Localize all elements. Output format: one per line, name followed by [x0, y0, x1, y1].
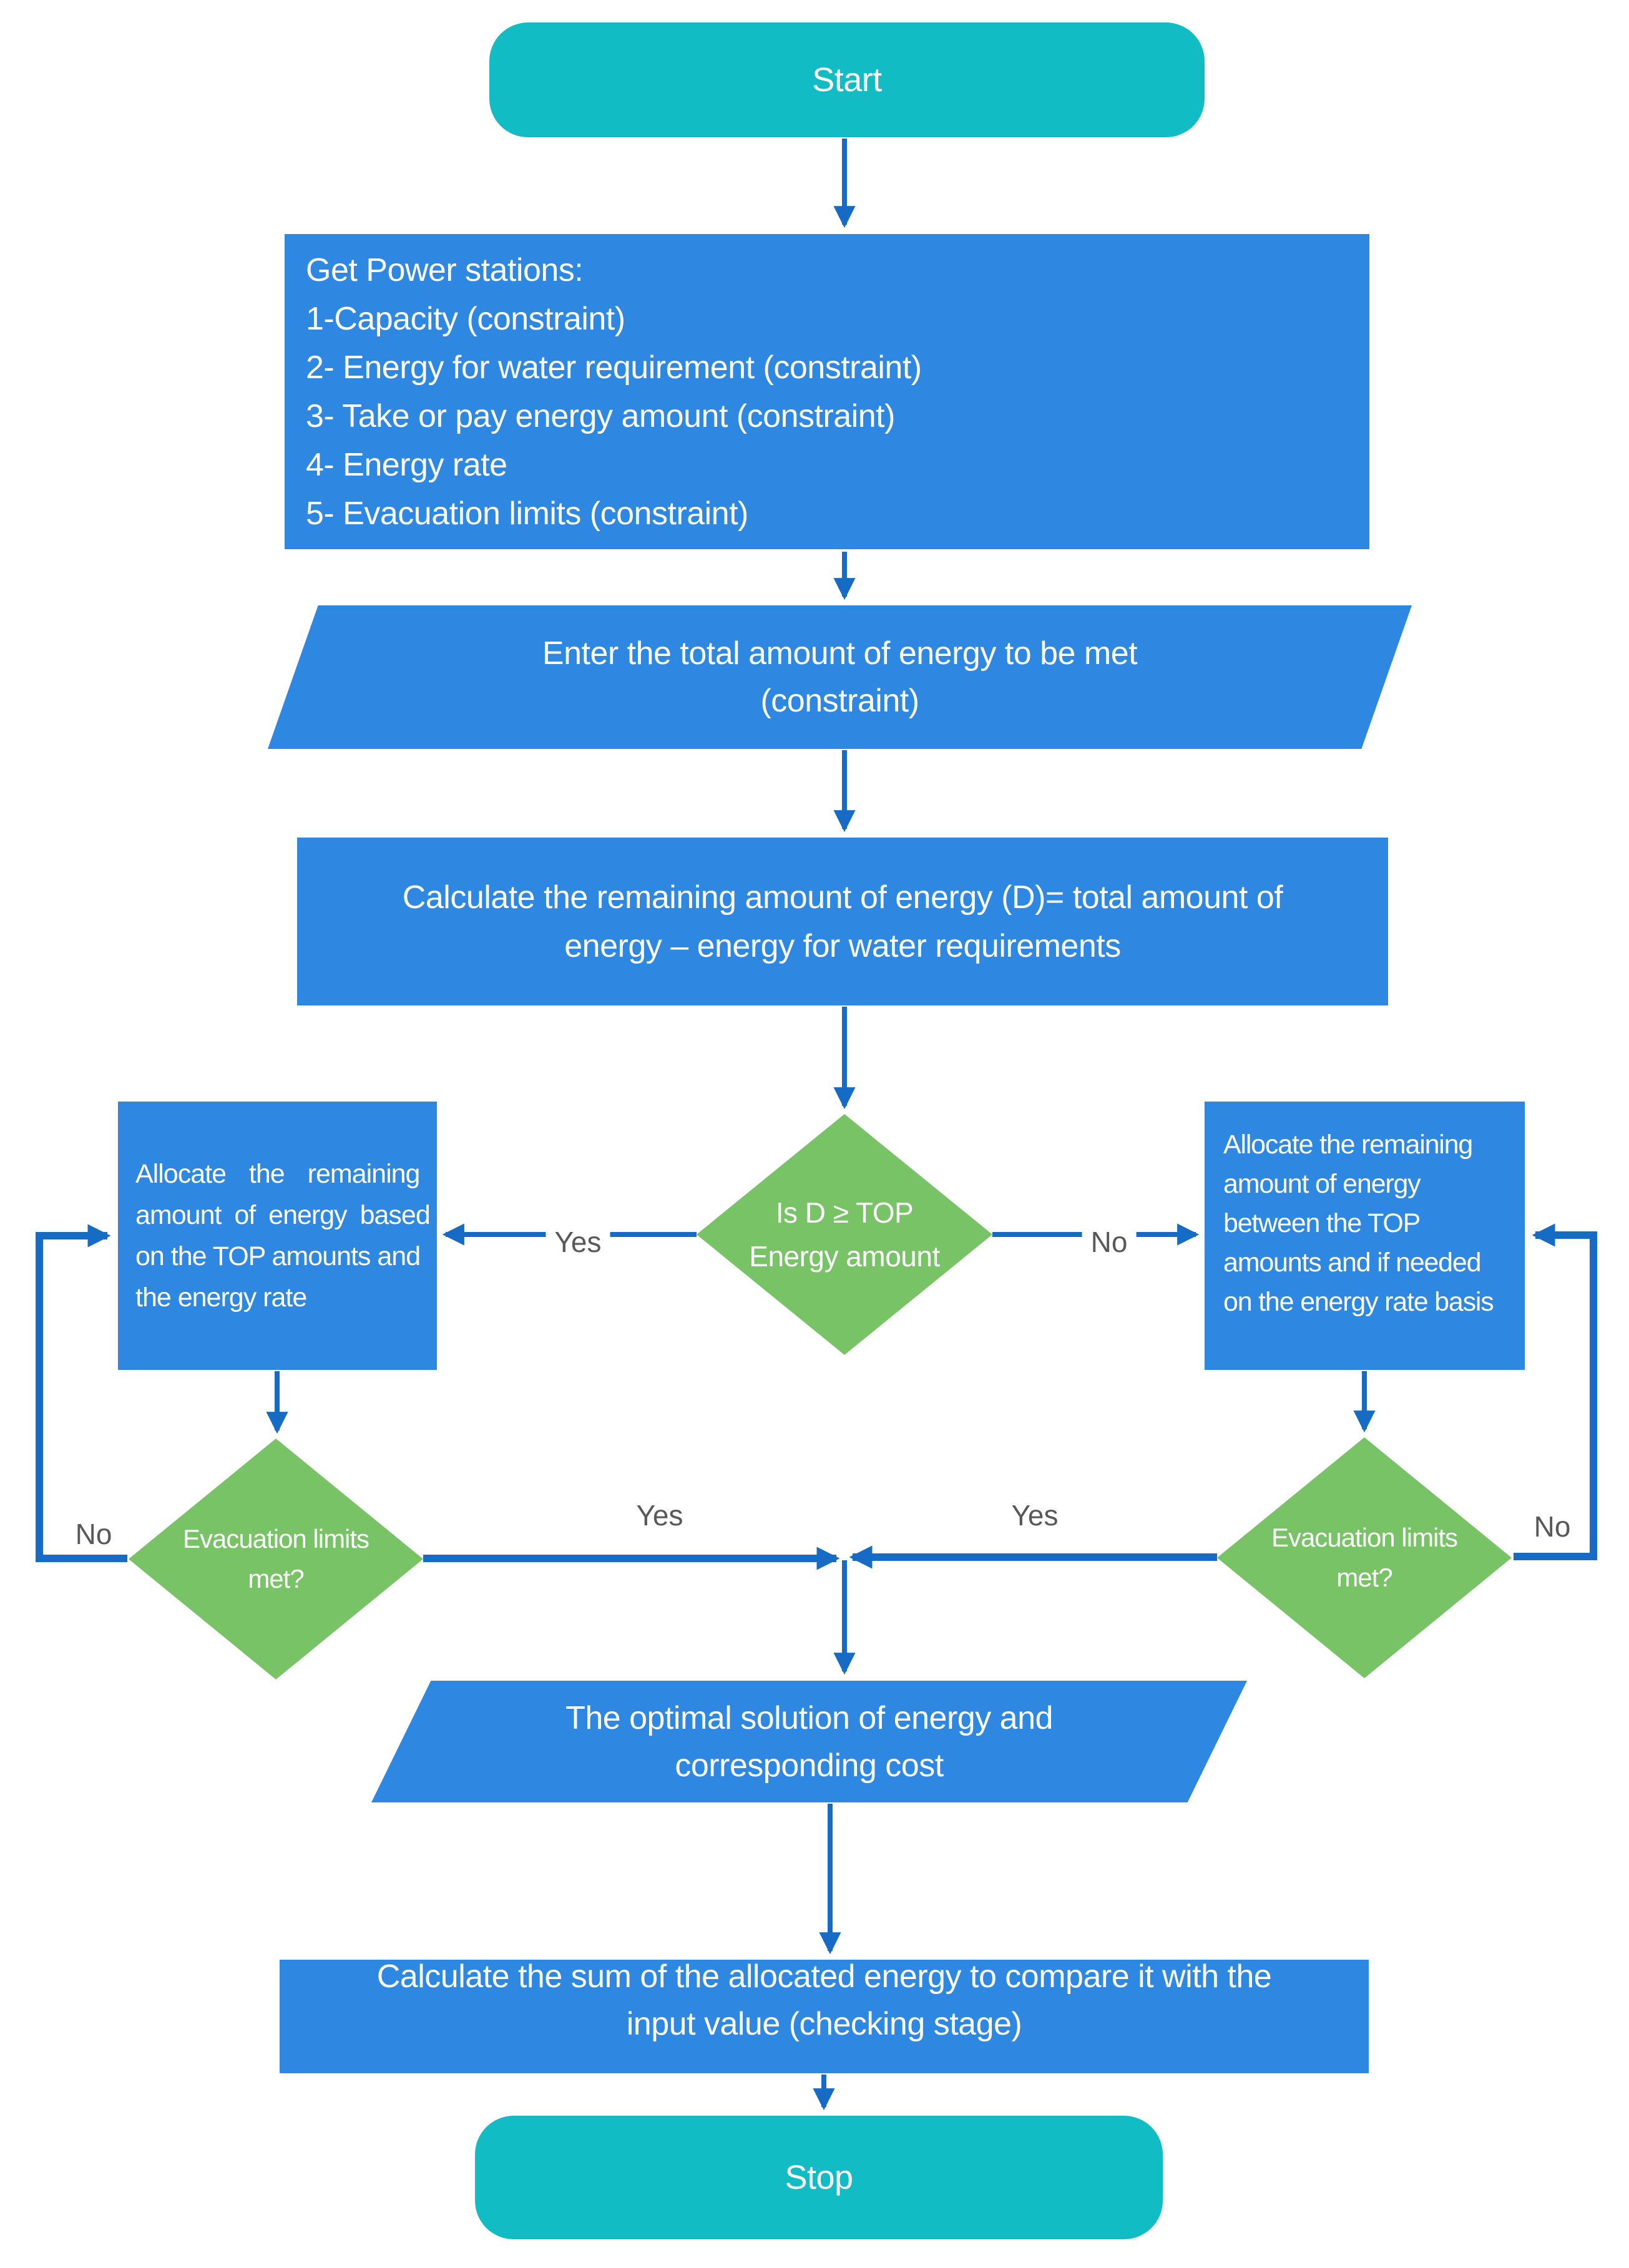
enter-total-energy-node: Enter the total amount of energy to be m… [268, 605, 1412, 749]
label-yes-top-left: Yes [545, 1225, 610, 1259]
node-line: amounts and if needed [1223, 1248, 1481, 1278]
label-no-top-right: No [1082, 1225, 1137, 1259]
node-line: input value (checking stage) [626, 2006, 1022, 2042]
node-line: 3- Take or pay energy amount (constraint… [306, 398, 895, 434]
node-line: between the TOP [1223, 1208, 1421, 1238]
node-line: on the energy rate basis [1223, 1287, 1494, 1317]
node-line: 1-Capacity (constraint) [306, 300, 625, 337]
node-line: Evacuation limits [182, 1524, 369, 1553]
node-line: the energy rate [135, 1283, 307, 1312]
allocate-left-node: Allocate the remaining amount of energy … [118, 1102, 437, 1370]
node-line: Calculate the sum of the allocated energ… [376, 1958, 1272, 1995]
node-line: amount of energy [1223, 1169, 1421, 1199]
node-line: amount of energy based [135, 1200, 431, 1230]
node-line: (constraint) [760, 683, 919, 719]
node-line: Allocate the remaining [135, 1159, 420, 1189]
node-line: Calculate the remaining amount of energy… [402, 879, 1283, 916]
is-d-gte-top-decision: Is D ≥ TOP Energy amount [697, 1114, 992, 1355]
node-line: corresponding cost [675, 1747, 944, 1784]
edge-evacright-no-loop [1514, 1223, 1597, 1560]
start-label: Start [812, 61, 882, 99]
node-line: The optimal solution of energy and [565, 1699, 1053, 1736]
node-line: Enter the total amount of energy to be m… [542, 635, 1138, 672]
evacuation-limits-left-decision: Evacuation limits met? [129, 1439, 423, 1679]
node-line: 5- Evacuation limits (constraint) [306, 495, 748, 532]
node-line: Energy amount [749, 1240, 940, 1273]
node-line: 4- Energy rate [306, 446, 507, 483]
node-line: met? [1336, 1563, 1392, 1592]
get-power-stations-node: Get Power stations: 1-Capacity (constrai… [285, 234, 1369, 549]
optimal-solution-node: The optimal solution of energy and corre… [371, 1681, 1247, 1802]
checking-stage-node: Calculate the sum of the allocated energ… [280, 1958, 1369, 2073]
node-line: met? [248, 1564, 304, 1593]
label-no-loop-right: No [1534, 1510, 1571, 1543]
node-line: on the TOP amounts and [135, 1241, 421, 1271]
label-no-loop-left: No [75, 1518, 112, 1550]
evacuation-limits-right-decision: Evacuation limits met? [1217, 1437, 1512, 1678]
node-line: Is D ≥ TOP [775, 1196, 914, 1229]
node-line: Get Power stations: [306, 252, 584, 288]
stop-node: Stop [475, 2116, 1163, 2239]
node-line: energy – energy for water requirements [564, 927, 1121, 964]
allocate-right-node: Allocate the remaining amount of energy … [1205, 1102, 1525, 1370]
node-line: 2- Energy for water requirement (constra… [306, 349, 922, 386]
label-yes-merge-left: Yes [636, 1499, 683, 1532]
calculate-remaining-node: Calculate the remaining amount of energy… [297, 838, 1388, 1005]
stop-label: Stop [785, 2159, 853, 2196]
edge-evacleft-no-loop [36, 1224, 127, 1562]
start-node: Start [489, 22, 1205, 137]
label-yes-merge-right: Yes [1011, 1499, 1059, 1532]
node-line: Allocate the remaining [1223, 1130, 1473, 1160]
node-line: Evacuation limits [1271, 1523, 1458, 1552]
